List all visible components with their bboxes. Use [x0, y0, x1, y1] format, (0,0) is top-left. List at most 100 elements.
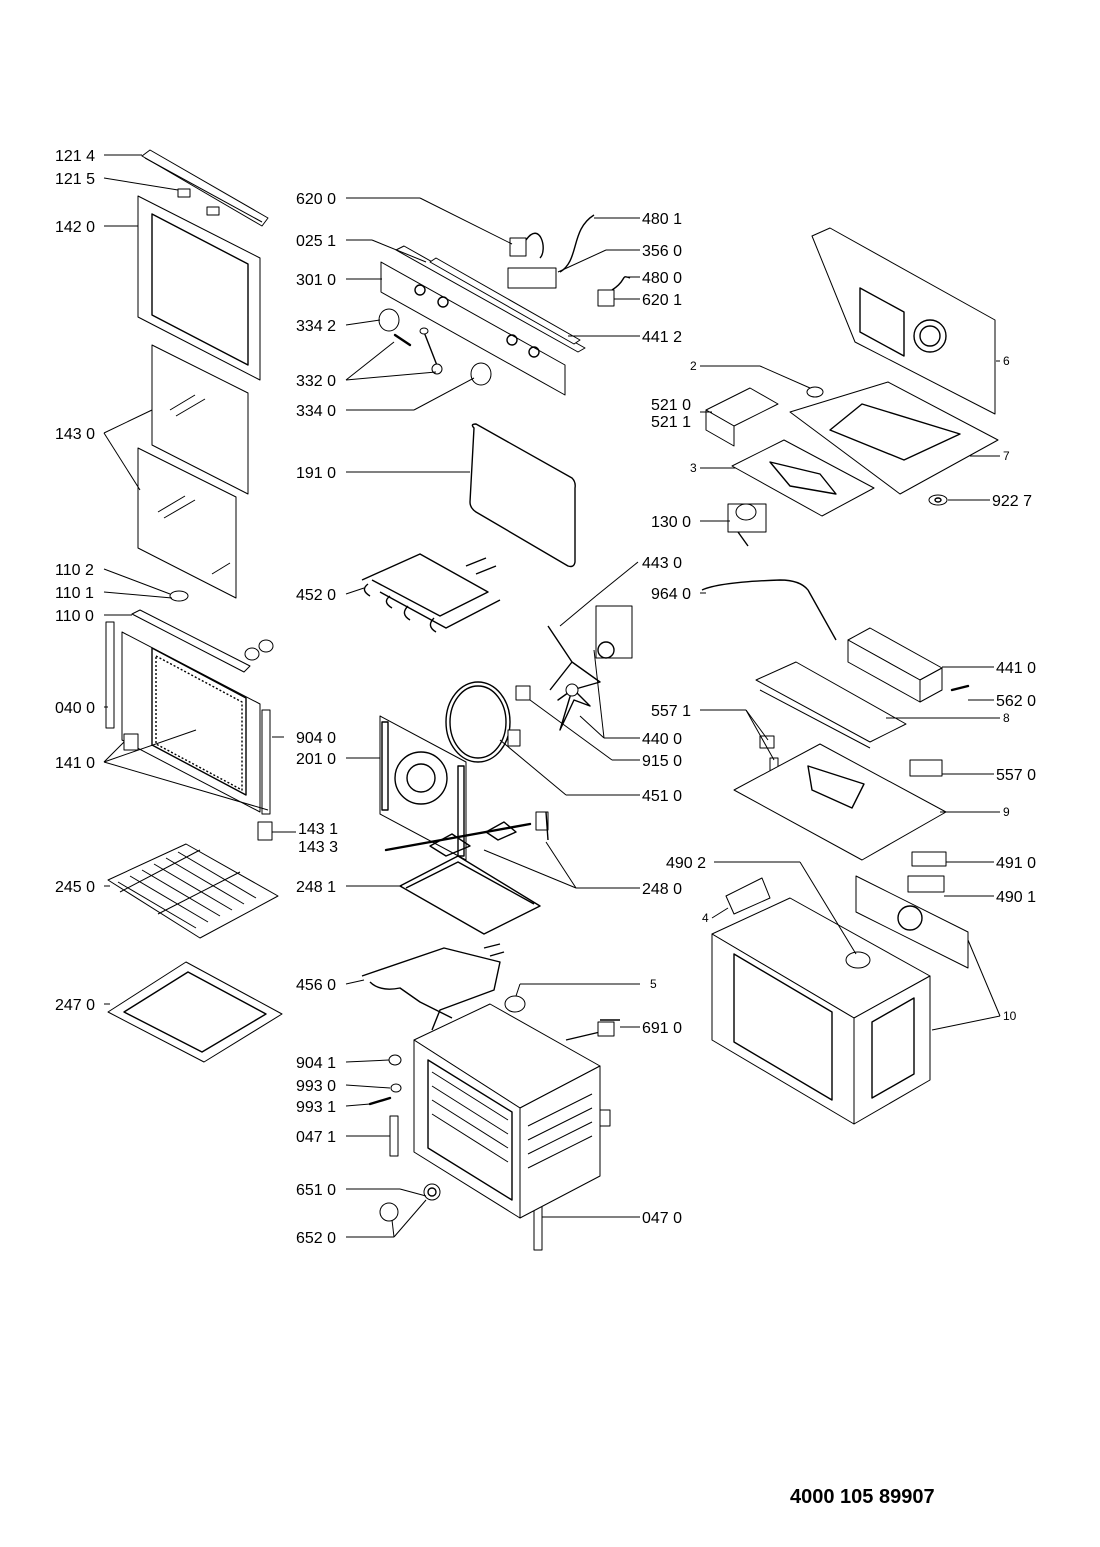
label-490-2: 490 2 — [666, 855, 706, 872]
label-110-1: 110 1 — [55, 585, 94, 602]
label-332-0: 332 0 — [296, 373, 336, 390]
label-452-0: 452 0 — [296, 587, 336, 604]
cooling-fan-motor — [727, 503, 767, 547]
oven-rack — [107, 843, 279, 939]
label-247-0: 247 0 — [55, 997, 95, 1014]
label-620-1: 620 1 — [642, 292, 682, 309]
door-trim-clips — [177, 188, 220, 216]
tangential-fan — [847, 627, 970, 703]
spacer-washer — [928, 494, 948, 506]
back-cover — [811, 227, 996, 415]
fan-bracket — [755, 661, 907, 749]
fan-hub — [515, 685, 531, 701]
label-521-1: 521 1 — [651, 414, 691, 431]
leader-lines — [103, 154, 1001, 1238]
label-964-0: 964 0 — [651, 586, 691, 603]
bottom-heating-element — [361, 943, 505, 1031]
label-9: 9 — [1003, 805, 1010, 819]
label-620-0: 620 0 — [296, 191, 336, 208]
label-301-0: 301 0 — [296, 272, 336, 289]
cooling-duct-plate — [731, 439, 875, 517]
label-110-0: 110 0 — [55, 608, 94, 625]
inner-glass-panes — [137, 344, 249, 599]
label-557-1: 557 1 — [651, 703, 691, 720]
control-knobs — [378, 308, 492, 386]
thermostat-bulb — [504, 995, 526, 1013]
label-025-1: 025 1 — [296, 233, 336, 250]
label-5: 5 — [650, 977, 657, 991]
label-521-0: 521 0 — [651, 397, 691, 414]
top-heating-element — [361, 553, 501, 633]
label-143-0: 143 0 — [55, 426, 95, 443]
oven-cavity — [413, 1003, 611, 1219]
outer-door-glass — [137, 195, 261, 381]
rotisserie-spit — [384, 811, 549, 857]
label-652-0: 652 0 — [296, 1230, 336, 1247]
label-651-0: 651 0 — [296, 1182, 336, 1199]
label-334-2: 334 2 — [296, 318, 336, 335]
label-121-4: 121 4 — [55, 148, 95, 165]
document-number: 4000 105 89907 — [790, 1486, 935, 1508]
label-245-0: 245 0 — [55, 879, 95, 896]
hinge-washers — [169, 590, 274, 661]
rotisserie-frame — [399, 855, 541, 935]
label-201-0: 201 0 — [296, 751, 336, 768]
control-panel-parts — [380, 214, 631, 396]
label-191-0: 191 0 — [296, 465, 336, 482]
label-904-1: 904 1 — [296, 1055, 336, 1072]
label-047-1: 047 1 — [296, 1129, 336, 1146]
label-130-0: 130 0 — [651, 514, 691, 531]
fan-motor-and-blade — [547, 605, 633, 731]
thermal-cutouts — [759, 735, 943, 777]
label-993-0: 993 0 — [296, 1078, 336, 1095]
label-3: 3 — [690, 461, 697, 475]
label-8: 8 — [1003, 711, 1010, 725]
label-480-1: 480 1 — [642, 211, 682, 228]
label-557-0: 557 0 — [996, 767, 1036, 784]
door-gasket — [469, 423, 576, 568]
label-10: 10 — [1003, 1009, 1017, 1023]
label-562-0: 562 0 — [996, 693, 1036, 710]
label-451-0: 451 0 — [642, 788, 682, 805]
label-480-0: 480 0 — [642, 270, 682, 287]
label-142-0: 142 0 — [55, 219, 95, 236]
fan-cover — [379, 715, 467, 861]
label-7: 7 — [1003, 449, 1010, 463]
part-labels: 121 4 121 5 142 0 143 0 110 2 110 1 110 … — [55, 148, 1036, 1247]
label-441-2: 441 2 — [642, 329, 682, 346]
top-cover — [789, 381, 999, 495]
label-143-3: 143 3 — [298, 839, 338, 856]
label-4: 4 — [702, 911, 709, 925]
label-443-0: 443 0 — [642, 555, 682, 572]
label-915-0: 915 0 — [642, 753, 682, 770]
label-904-0: 904 0 — [296, 730, 336, 747]
label-922-7: 922 7 — [992, 493, 1032, 510]
label-121-5: 121 5 — [55, 171, 95, 188]
label-6: 6 — [1003, 354, 1010, 368]
label-143-1: 143 1 — [298, 821, 338, 838]
baking-tray — [107, 961, 283, 1063]
label-248-0: 248 0 — [642, 881, 682, 898]
side-bracket — [725, 877, 771, 915]
label-248-1: 248 1 — [296, 879, 336, 896]
label-456-0: 456 0 — [296, 977, 336, 994]
label-993-1: 993 1 — [296, 1099, 336, 1116]
door-top-trim — [141, 149, 269, 227]
cooling-tube — [701, 579, 837, 641]
label-110-2: 110 2 — [55, 562, 94, 579]
label-040-0: 040 0 — [55, 700, 95, 717]
label-490-1: 490 1 — [996, 889, 1036, 906]
label-440-0: 440 0 — [642, 731, 682, 748]
inner-door-assembly — [105, 609, 273, 841]
label-047-0: 047 0 — [642, 1210, 682, 1227]
label-334-0: 334 0 — [296, 403, 336, 420]
label-691-0: 691 0 — [642, 1020, 682, 1037]
label-356-0: 356 0 — [642, 243, 682, 260]
label-491-0: 491 0 — [996, 855, 1036, 872]
circular-heating-element — [445, 681, 521, 763]
outer-casing — [711, 897, 931, 1125]
rear-panel — [855, 875, 969, 969]
label-2: 2 — [690, 359, 697, 373]
terminal-blocks — [907, 851, 947, 893]
